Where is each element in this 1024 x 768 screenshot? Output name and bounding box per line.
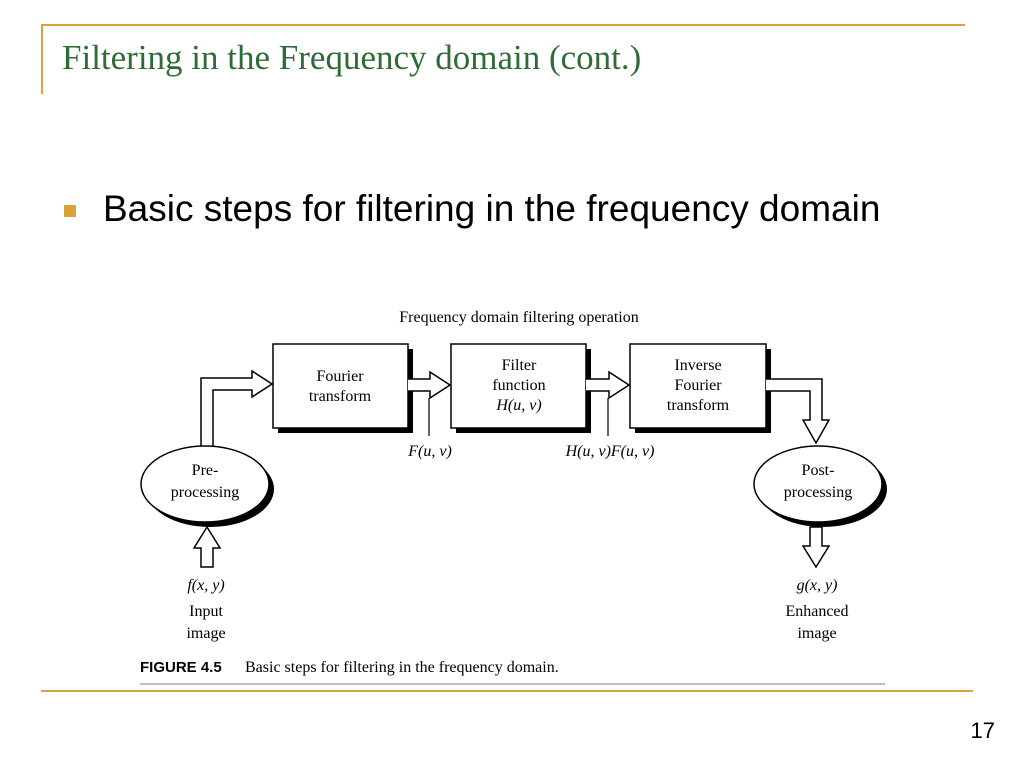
filter-box-line1: Filter — [502, 357, 537, 374]
arrow-post-to-output — [801, 526, 831, 569]
output-label-line2: image — [797, 625, 836, 642]
inverse-box-line1: Inverse — [674, 357, 721, 374]
input-label-line1: Input — [189, 603, 223, 620]
filter-box-line2: function — [492, 377, 545, 394]
signal-label-HF: H(u, v)F(u, v) — [565, 443, 655, 460]
arrow-inverse-to-post — [766, 378, 831, 445]
title-side-rule — [41, 24, 43, 94]
arrow-pre-to-fourier — [200, 369, 274, 448]
title-top-rule — [41, 24, 965, 26]
filter-function-box: Filter function H(u, v) — [450, 343, 587, 429]
arrow-fourier-to-filter — [408, 370, 452, 400]
inverse-box-line3: transform — [667, 397, 730, 414]
input-function-label: f(x, y) — [187, 577, 224, 594]
pre-line1: Pre- — [192, 462, 219, 479]
output-function-label: g(x, y) — [797, 577, 838, 594]
figure-header: Frequency domain filtering operation — [399, 309, 638, 326]
figure-caption-label: FIGURE 4.5 — [140, 659, 222, 676]
footer-rule — [41, 690, 973, 692]
slide-title: Filtering in the Frequency domain (cont.… — [62, 38, 642, 77]
fourier-transform-box: Fourier transform — [272, 343, 409, 429]
pre-line2: processing — [171, 484, 239, 501]
post-processing-ellipse: Post- processing — [753, 445, 883, 523]
arrow-input-to-pre — [192, 525, 222, 568]
output-label-line1: Enhanced — [785, 603, 848, 620]
inverse-box-line2: Fourier — [674, 377, 722, 394]
bullet-text: Basic steps for filtering in the frequen… — [103, 188, 881, 229]
post-line1: Post- — [802, 462, 835, 479]
fourier-box-line2: transform — [309, 388, 372, 405]
signal-label-F: F(u, v) — [407, 443, 452, 460]
bullet-square-icon — [64, 205, 76, 217]
input-label-line2: image — [186, 625, 225, 642]
slide-number: 17 — [970, 718, 995, 743]
arrow-filter-to-inverse — [586, 370, 631, 400]
figure-caption-text: Basic steps for filtering in the frequen… — [245, 659, 559, 676]
inverse-fourier-box: Inverse Fourier transform — [629, 343, 767, 429]
fourier-box-line1: Fourier — [316, 368, 364, 385]
filter-box-line3: H(u, v) — [495, 397, 541, 414]
post-line2: processing — [784, 484, 852, 501]
pre-processing-ellipse: Pre- processing — [140, 445, 270, 523]
